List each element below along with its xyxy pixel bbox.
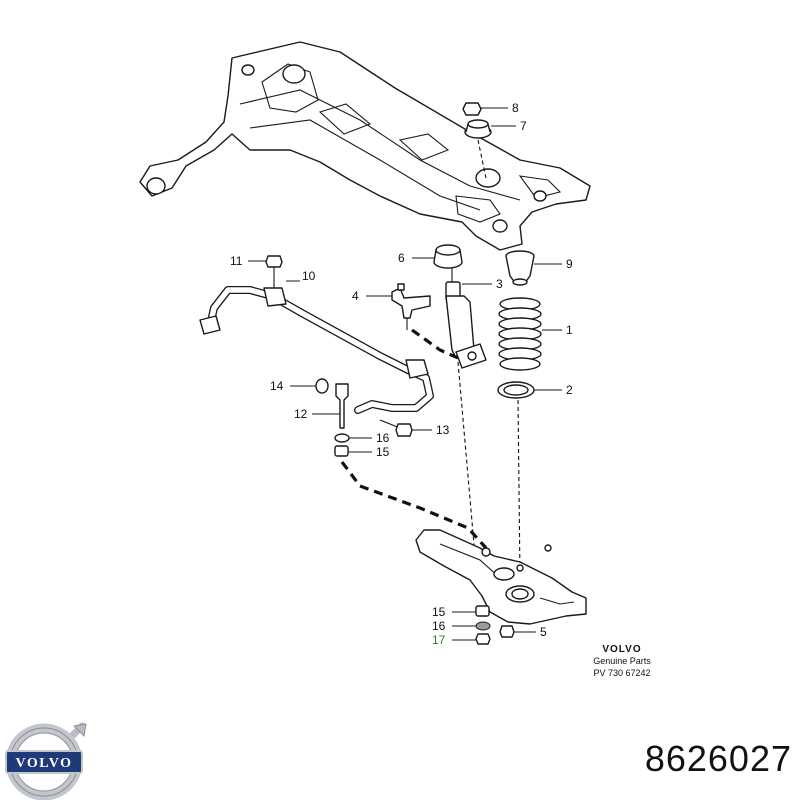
callout-5: 5 [540, 625, 547, 639]
genuine-parts-stamp: VOLVO Genuine Parts PV 730 67242 [593, 644, 651, 678]
spring-bump-stop-9 [505, 250, 562, 286]
part-number: 8626027 [644, 738, 792, 779]
bracket-assembly-line [411, 328, 459, 360]
bushing-15-lower [452, 605, 490, 617]
logo-wordmark: VOLVO [16, 756, 73, 771]
callout-11: 11 [230, 254, 243, 268]
nut-5 [499, 625, 536, 638]
callout-16-lower: 16 [432, 619, 446, 633]
rear-subframe [139, 41, 591, 251]
rubber-bushing-6 [412, 244, 463, 269]
washer-16-upper [334, 433, 372, 443]
stamp-brand: VOLVO [602, 644, 641, 655]
callout-15-upper: 15 [376, 445, 390, 459]
washer-16-lower [452, 621, 491, 631]
bracket-4 [366, 283, 431, 330]
callout-12: 12 [294, 407, 308, 421]
callout-4: 4 [352, 289, 359, 303]
stamp-line-genuine: Genuine Parts [593, 656, 651, 666]
callout-6: 6 [398, 251, 405, 265]
callout-16-upper: 16 [376, 431, 390, 445]
callout-3: 3 [496, 277, 503, 291]
lower-control-arm [415, 529, 587, 625]
bolt-11 [248, 255, 283, 288]
callout-17: 17 [432, 633, 446, 647]
stabilizer-bar-10 [199, 280, 434, 414]
callout-2: 2 [566, 383, 573, 397]
volvo-iron-mark-icon [5, 722, 87, 800]
link-assembly-line [340, 461, 488, 550]
callout-15-lower: 15 [432, 605, 446, 619]
bushing-7 [464, 119, 516, 139]
callout-1: 1 [566, 323, 573, 337]
callout-8: 8 [512, 101, 519, 115]
callout-10: 10 [302, 269, 316, 283]
callout-7: 7 [520, 119, 527, 133]
bushing-14 [290, 378, 329, 394]
nut-8 [462, 102, 508, 116]
spring-axis-line [517, 399, 521, 579]
callout-labels: 1 2 3 4 5 6 7 8 9 10 11 12 13 14 15 16 1… [230, 101, 573, 647]
bolt-13 [379, 419, 432, 437]
shock-absorber-3 [445, 268, 492, 369]
stamp-line-pv: PV 730 67242 [593, 668, 650, 678]
nut-17 [452, 633, 491, 645]
bushing-15-upper [334, 445, 372, 457]
callout-14: 14 [270, 379, 284, 393]
drop-link-12 [312, 383, 349, 429]
coil-spring-1 [498, 297, 562, 371]
callout-9: 9 [566, 257, 573, 271]
callout-13: 13 [436, 423, 450, 437]
spring-pad-2 [497, 381, 562, 399]
